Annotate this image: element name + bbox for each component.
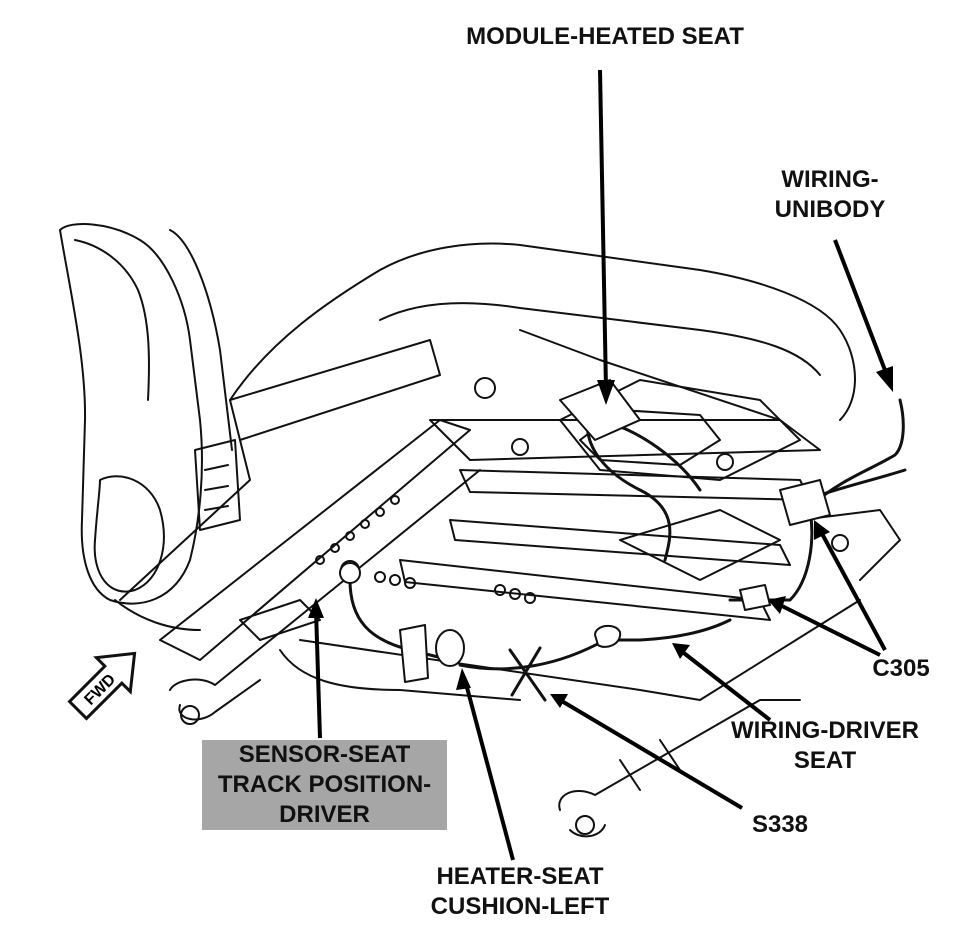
arrowhead-wiring-driver (672, 643, 690, 659)
label-line: UNIBODY (774, 196, 886, 223)
label-line: WIRING- (781, 166, 879, 193)
arrowhead-c305-b (768, 596, 786, 614)
label-module-heated-seat: MODULE-HEATED SEAT (430, 22, 780, 52)
leader-c305-a (818, 529, 887, 651)
arrowhead-c305-a (814, 520, 830, 540)
leader-c305-b (779, 603, 881, 657)
seat-back (59, 223, 241, 605)
leader-lines (308, 69, 893, 861)
label-line: DRIVER (279, 801, 370, 828)
label-line: HEATER-SEAT (436, 863, 604, 890)
seat-cushion (114, 242, 856, 631)
leader-sensor (314, 609, 322, 739)
leader-wiring-unibody (833, 239, 890, 379)
label-line: SENSOR-SEAT (238, 741, 411, 768)
leader-heater-seat (463, 679, 515, 861)
label-line: WIRING-DRIVER (731, 717, 919, 744)
arrowhead-wiring-unibody (876, 366, 893, 392)
label-wiring-unibody: WIRING- UNIBODY (750, 165, 910, 225)
leader-module-heated-seat (598, 69, 608, 391)
label-line: SEAT (793, 747, 857, 774)
label-line: CUSHION-LEFT (430, 893, 610, 920)
label-c305: C305 (856, 654, 946, 684)
leader-s338 (558, 698, 744, 810)
label-wiring-driver-seat: WIRING-DRIVER SEAT (700, 716, 950, 776)
arrowhead-sensor (308, 598, 324, 618)
label-heater-seat-cushion-left: HEATER-SEAT CUSHION-LEFT (400, 862, 640, 922)
arrowhead-module (597, 380, 615, 405)
label-line: S338 (751, 811, 809, 838)
connectors (339, 379, 831, 683)
label-line: C305 (872, 655, 930, 682)
label-sensor-seat-track-position-driver: SENSOR-SEAT TRACK POSITION- DRIVER (202, 740, 447, 830)
label-s338: S338 (735, 810, 825, 840)
leader-wiring-driver-seat (678, 648, 772, 722)
fwd-arrow: FWD (67, 651, 137, 721)
label-line: TRACK POSITION- (217, 771, 432, 798)
frame-holes (180, 377, 849, 835)
s338-splice-mark (508, 646, 547, 702)
arrowhead-s338 (550, 694, 568, 708)
label-line: MODULE-HEATED SEAT (466, 23, 744, 50)
arrowhead-heater (456, 668, 471, 690)
